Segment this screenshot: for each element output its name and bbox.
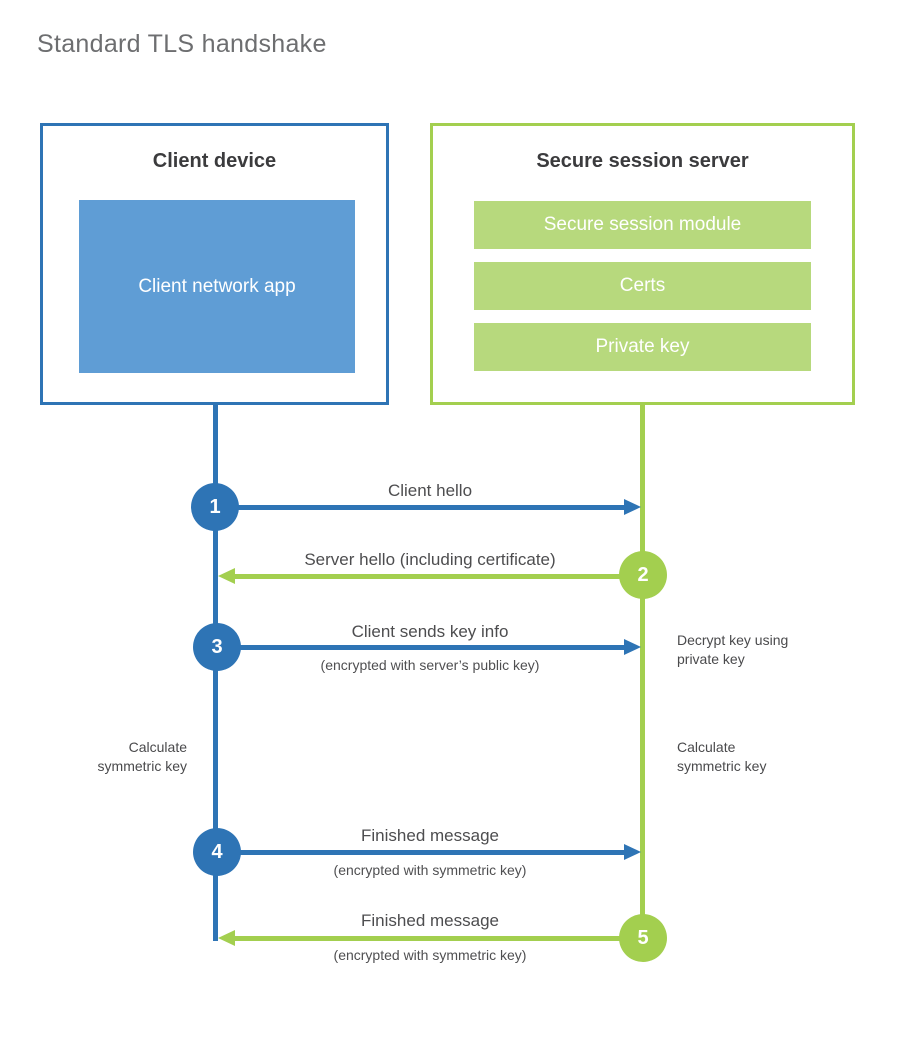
step-2-circle: 2 xyxy=(619,551,667,599)
client-network-app-label: Client network app xyxy=(138,275,296,297)
step-3-label: Client sends key info xyxy=(351,622,509,641)
client-lifeline xyxy=(213,405,218,941)
step-5-sublabel: (encrypted with symmetric key) xyxy=(333,947,527,963)
client-device-box: Client device Client network app xyxy=(40,123,389,405)
server-module-bar: Secure session module xyxy=(474,201,811,249)
client-network-app-box: Client network app xyxy=(79,200,355,373)
step-1-arrow xyxy=(216,505,624,510)
note-decrypt-key: Decrypt key using private key xyxy=(677,632,789,667)
step-3-sublabel: (encrypted with server’s public key) xyxy=(320,657,540,673)
step-4-arrow xyxy=(218,850,624,855)
step-4-arrowhead-icon xyxy=(624,844,641,860)
client-device-title: Client device xyxy=(152,150,277,172)
secure-session-server-box: Secure session server Secure session mod… xyxy=(430,123,855,405)
step-4-circle: 4 xyxy=(193,828,241,876)
step-1-arrowhead-icon xyxy=(624,499,641,515)
step-3-arrow xyxy=(218,645,624,650)
step-1-circle: 1 xyxy=(191,483,239,531)
step-5-arrow xyxy=(234,936,643,941)
step-2-arrowhead-icon xyxy=(218,568,235,584)
step-5-label: Finished message xyxy=(361,911,499,930)
note-calculate-symmetric-key-server: Calculate symmetric key xyxy=(677,739,767,774)
diagram-title: Standard TLS handshake xyxy=(37,30,327,58)
step-3-circle: 3 xyxy=(193,623,241,671)
step-2-arrow xyxy=(234,574,643,579)
step-1-label: Client hello xyxy=(387,481,473,500)
server-title: Secure session server xyxy=(536,150,749,172)
step-4-label: Finished message xyxy=(361,826,499,845)
step-2-label: Server hello (including certificate) xyxy=(304,550,556,569)
step-3-arrowhead-icon xyxy=(624,639,641,655)
note-calculate-symmetric-key-client: Calculate symmetric key xyxy=(97,739,187,774)
server-lifeline xyxy=(640,405,645,938)
step-4-sublabel: (encrypted with symmetric key) xyxy=(333,862,527,878)
step-5-arrowhead-icon xyxy=(218,930,235,946)
server-certs-bar: Certs xyxy=(474,262,811,310)
server-private-key-bar: Private key xyxy=(474,323,811,371)
step-5-circle: 5 xyxy=(619,914,667,962)
